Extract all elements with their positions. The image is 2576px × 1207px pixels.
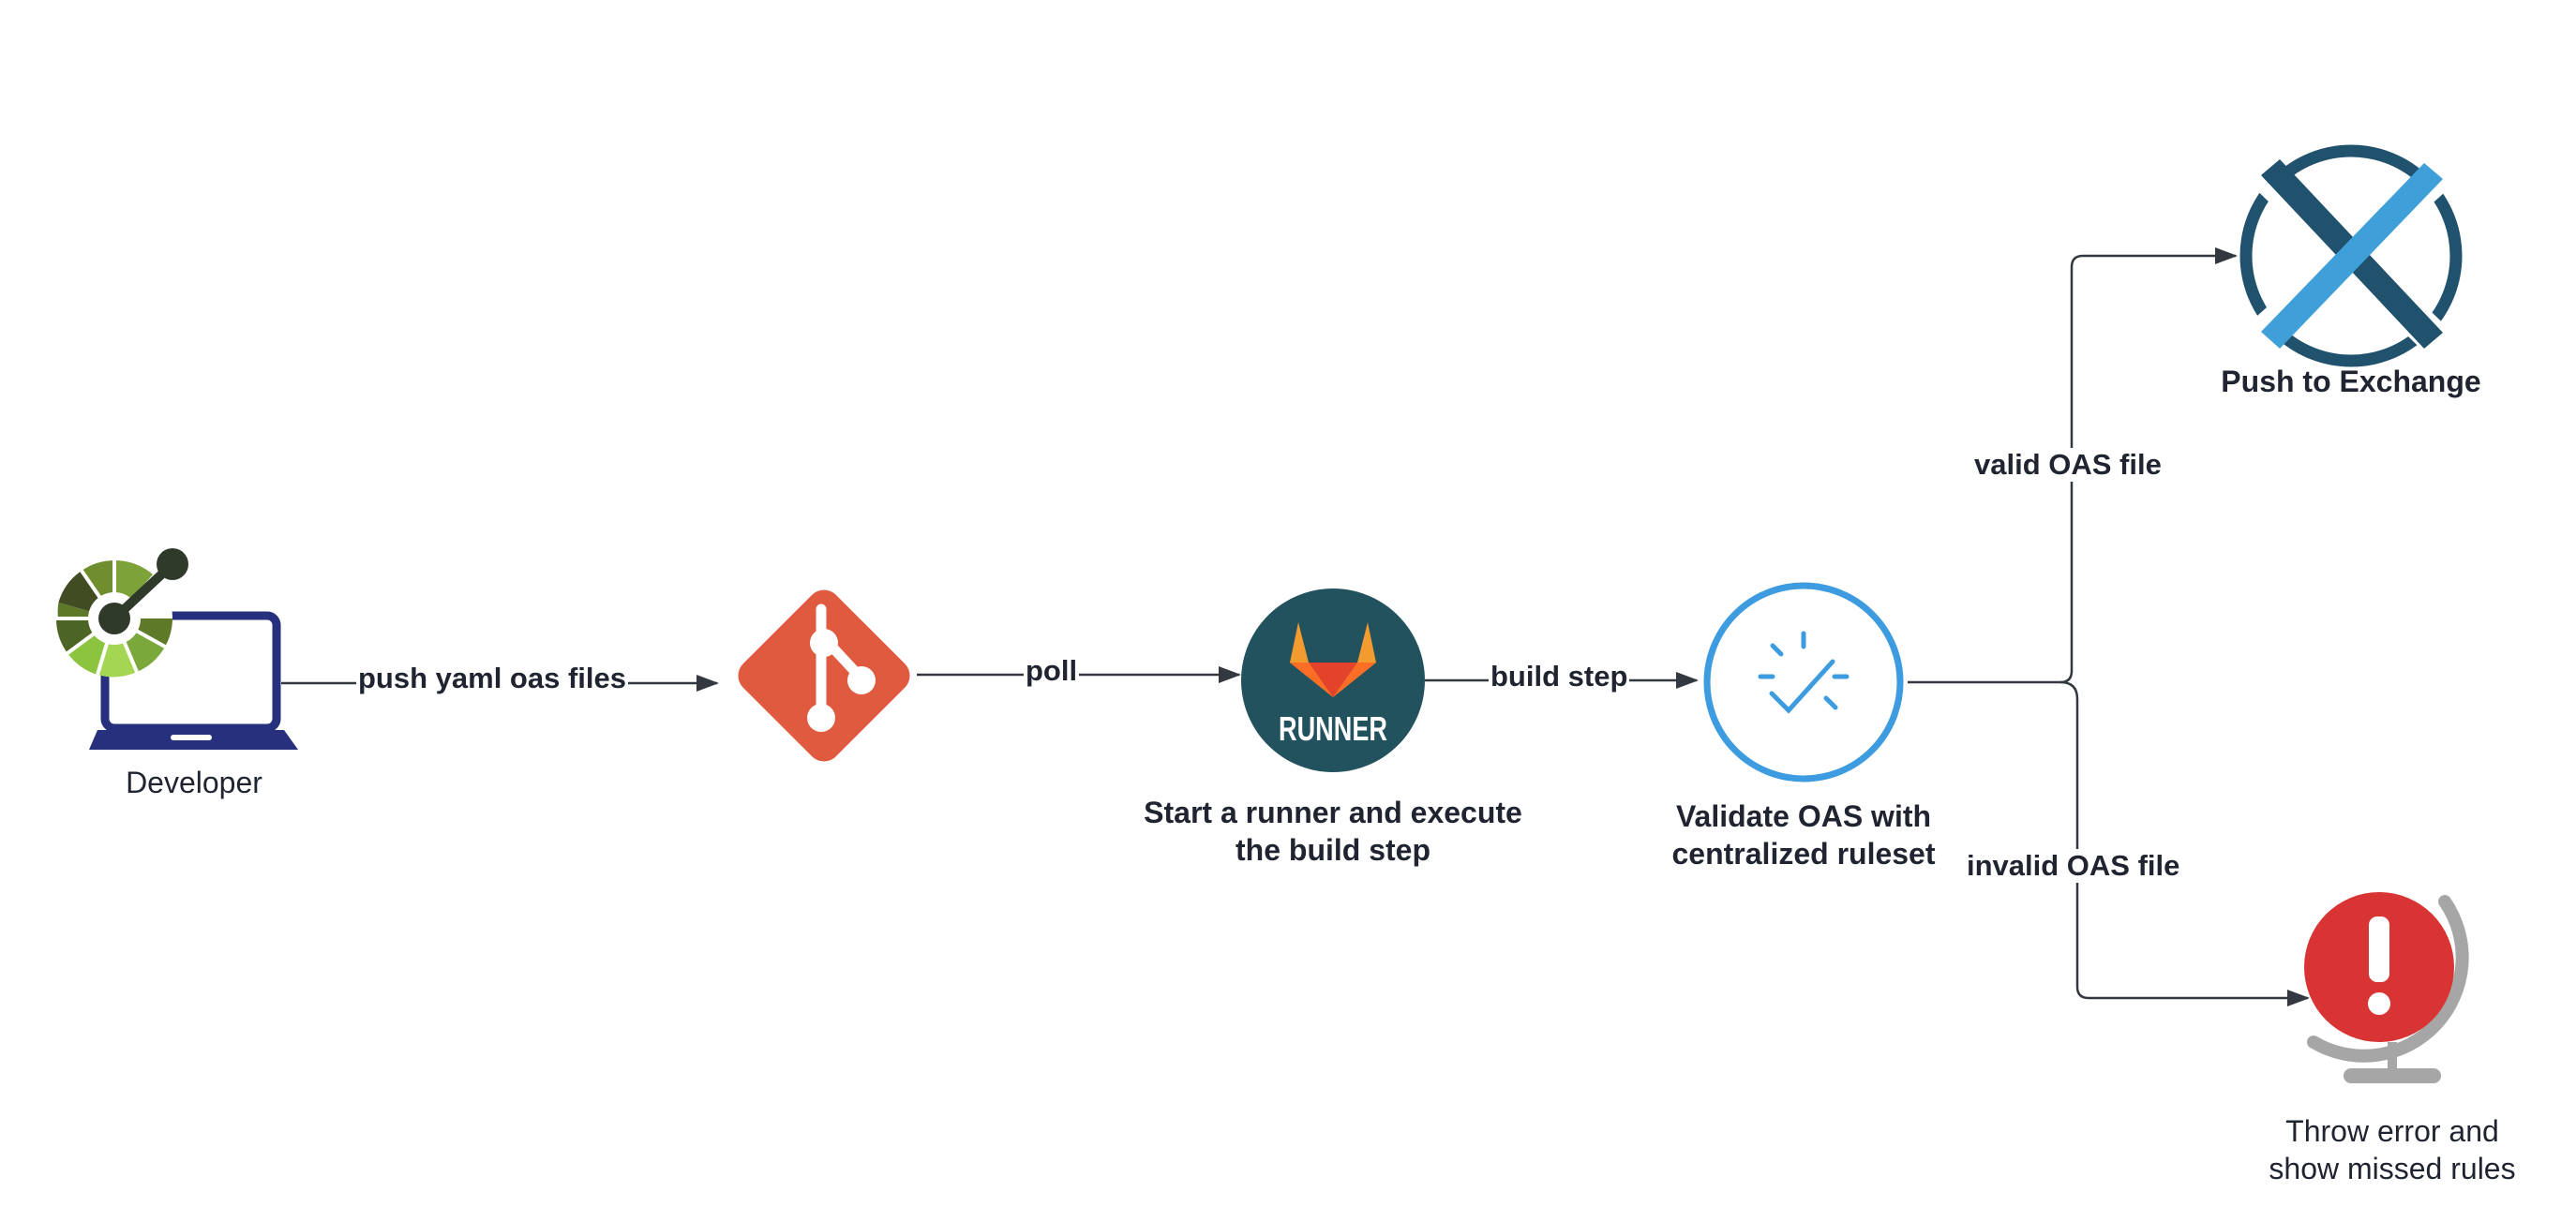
- validate-label-line2: centralized ruleset: [1671, 837, 1936, 871]
- error-label-line1: Throw error and: [2285, 1114, 2499, 1148]
- laptop-with-openapi-logo-icon: [55, 548, 298, 750]
- developer-label: Developer: [126, 766, 262, 799]
- runner-label-line1: Start a runner and execute: [1144, 796, 1522, 829]
- validate-label: Validate OAS with centralized ruleset: [1635, 797, 1972, 872]
- runner-label: Start a runner and execute the build ste…: [1108, 794, 1558, 869]
- runner-logo-text: RUNNER: [1279, 709, 1387, 748]
- edge-invalid-label: invalid OAS file: [1965, 849, 2182, 883]
- exchange-icon: [2239, 144, 2463, 367]
- error-label-line2: show missed rules: [2269, 1152, 2516, 1185]
- gitlab-runner-icon: RUNNER: [1241, 589, 1425, 772]
- check-validation-icon: [1703, 582, 1904, 782]
- error-label: Throw error and show missed rules: [2242, 1112, 2542, 1187]
- edge-valid-label: valid OAS file: [1972, 448, 2164, 482]
- edge-poll-label: poll: [1024, 654, 1080, 688]
- validate-label-line1: Validate OAS with: [1675, 799, 1932, 833]
- runner-label-line2: the build step: [1236, 833, 1430, 867]
- error-globe-icon: [2304, 892, 2469, 1083]
- edge-invalid: [2059, 680, 2310, 1006]
- edge-push-label: push yaml oas files: [356, 662, 628, 695]
- git-icon: [738, 589, 910, 762]
- exchange-label: Push to Exchange: [2221, 365, 2481, 398]
- edge-build-label: build step: [1489, 660, 1630, 693]
